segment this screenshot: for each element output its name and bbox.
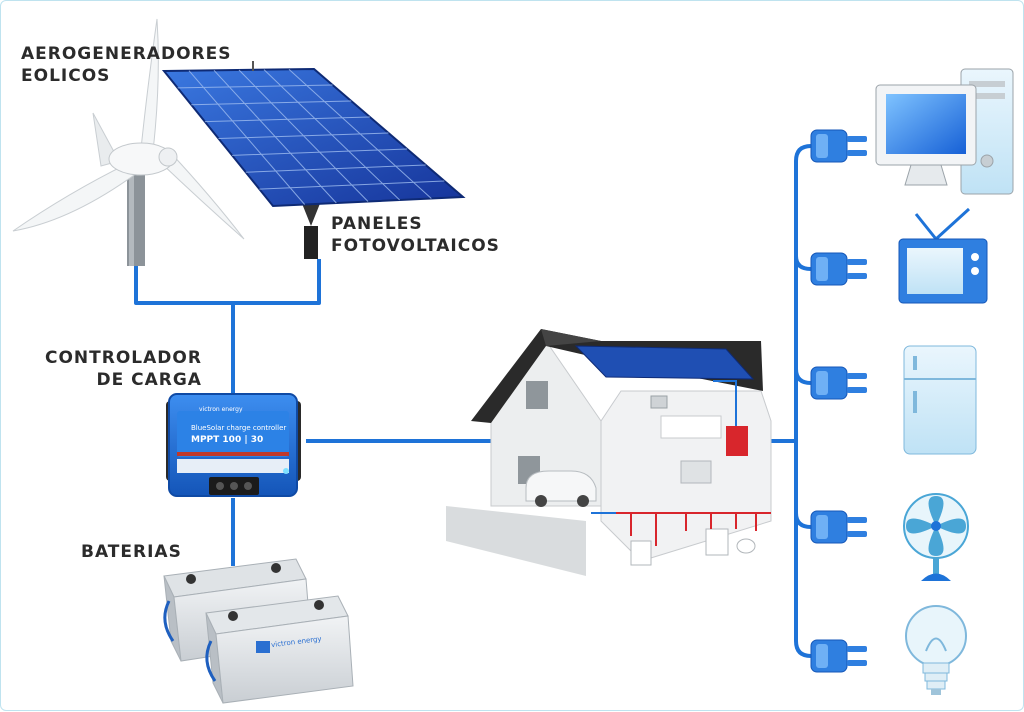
tv-icon	[898, 207, 988, 304]
turbine-blade-top	[140, 18, 159, 152]
solar-panel	[161, 61, 466, 259]
label-panels-line2: FOTOVOLTAICOS	[331, 236, 500, 256]
plug-icon	[810, 510, 867, 544]
plug-icon	[810, 639, 867, 673]
controller-brand: victron energy	[199, 406, 243, 413]
plug-icon	[810, 129, 867, 163]
panel-grid-line	[245, 164, 426, 173]
label-charge-controller: CONTROLADOR DE CARGA	[45, 347, 202, 391]
controller-model-line2: MPPT 100 | 30	[191, 435, 264, 445]
wire-appliance-bus	[794, 144, 812, 658]
wire-branch-fan	[794, 512, 812, 529]
panel-grid-line	[232, 148, 408, 156]
panel-post	[304, 226, 318, 259]
plug-icon	[810, 366, 867, 400]
label-solar-panels: PANELES FOTOVOLTAICOS	[331, 213, 500, 257]
wind-turbine	[12, 18, 245, 266]
label-batteries: BATERIAS	[81, 542, 182, 562]
turbine-blade-left	[12, 160, 138, 232]
computer-icon	[875, 68, 1014, 195]
controller-model-line1: BlueSolar charge controller	[191, 424, 287, 432]
panel-grid-line	[204, 116, 370, 123]
panel-grid-line	[218, 132, 389, 139]
turbine-blade-right	[158, 150, 245, 240]
label-wind-turbines: AEROGENERADORES EOLICOS	[21, 43, 231, 87]
wiring	[134, 144, 812, 658]
label-wind-line1: AEROGENERADORES	[21, 44, 232, 64]
panel-grid-line	[259, 180, 445, 190]
fan-icon	[903, 493, 969, 581]
batteries	[163, 558, 354, 704]
plug-icon	[810, 252, 867, 286]
plugs	[810, 129, 867, 673]
label-wind-line2: EOLICOS	[21, 66, 111, 86]
wire-branch-tv	[794, 255, 812, 271]
wire-branch-fridge	[794, 368, 812, 385]
panel-grid-line	[177, 84, 333, 89]
bulb-icon	[905, 605, 967, 695]
fridge-icon	[903, 345, 977, 455]
battery-front	[205, 595, 354, 704]
label-controller-line1: CONTROLADOR	[45, 348, 202, 368]
panel-surface	[161, 67, 466, 208]
wire-wind-to-controller	[134, 259, 321, 305]
charge-controller	[166, 393, 301, 497]
label-panels-line1: PANELES	[331, 214, 423, 234]
house	[446, 329, 772, 576]
roof-solar-panel	[574, 345, 755, 380]
panel-grid-line	[191, 100, 352, 106]
label-controller-line2: DE CARGA	[96, 370, 202, 390]
